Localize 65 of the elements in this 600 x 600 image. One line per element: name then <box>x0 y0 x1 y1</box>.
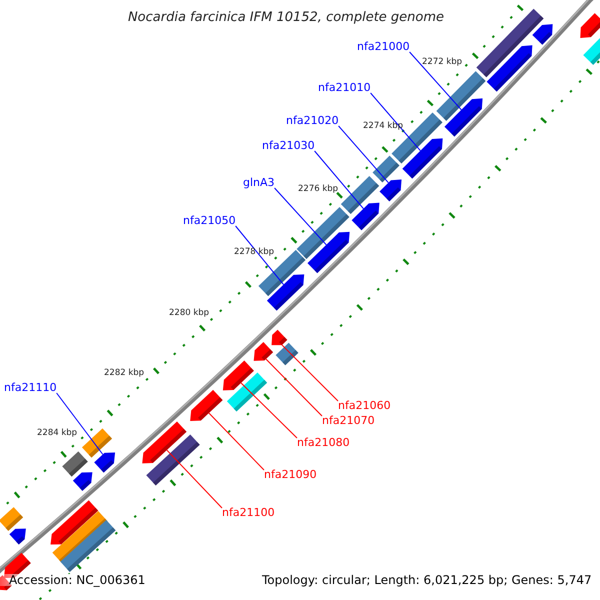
gene-block <box>583 35 600 65</box>
leader-line <box>166 450 222 508</box>
gene-block <box>82 428 112 458</box>
gene-block <box>50 500 98 545</box>
gene-block <box>226 372 268 412</box>
title: Nocardia farcinica IFM 10152, complete genome <box>126 11 446 24</box>
gene-label: nfa21060 <box>338 400 391 411</box>
leader-line <box>265 358 322 416</box>
accession-note: Accession: NC_006361 <box>0 574 146 586</box>
gene-block <box>60 520 116 572</box>
gene-block <box>0 507 24 531</box>
gene-block <box>532 24 553 45</box>
gene-label: nfa21110 <box>4 382 57 393</box>
leader-line <box>370 92 421 152</box>
leader-line <box>281 344 338 402</box>
gene-block <box>9 528 26 545</box>
scale-label: 2284 kbp <box>37 429 78 438</box>
gene-block <box>476 8 544 78</box>
scale-label: 2282 kbp <box>104 369 144 378</box>
gene-block <box>436 71 486 121</box>
gene-block <box>222 360 254 390</box>
gene-block <box>94 452 116 473</box>
gene-label: nfa21090 <box>264 469 317 480</box>
gene-label: nfa21080 <box>297 437 350 448</box>
gene-label: nfa21020 <box>286 115 339 126</box>
gene-label: nfa21070 <box>322 415 375 426</box>
gene-block <box>272 330 288 346</box>
gene-label: nfa21100 <box>222 507 275 518</box>
gene-label: nfa21010 <box>318 82 371 93</box>
gene-block <box>402 138 443 179</box>
gene-label: nfa21000 <box>357 41 410 52</box>
gene-block <box>296 207 350 259</box>
leader-line <box>314 150 364 210</box>
gene-block <box>352 202 380 230</box>
gene-block <box>444 98 483 137</box>
gene-block <box>486 45 532 92</box>
leader-line <box>274 188 327 246</box>
leader-line <box>235 226 284 286</box>
gene-block <box>258 250 306 296</box>
leader-line <box>208 412 264 470</box>
gene-block <box>372 156 400 182</box>
gene-block <box>254 342 274 361</box>
leader-line <box>338 126 389 184</box>
gene-block <box>142 422 187 464</box>
gene-label: nfa21030 <box>262 140 315 151</box>
scale-label: 2278 kbp <box>234 248 274 256</box>
genome-info-note: Topology: circular; Length: 6,021,225 bp; Genes: 5,747 <box>262 574 592 586</box>
gene-block <box>580 13 600 38</box>
gene-block <box>380 180 402 202</box>
gene-block <box>146 434 200 486</box>
gene-block <box>308 232 350 274</box>
scale-label: 2272 kbp <box>422 58 462 66</box>
gene-block <box>276 342 298 366</box>
scale-label: 2276 kbp <box>298 185 338 194</box>
gene-label: glnA3 <box>243 177 275 188</box>
gene-block <box>62 451 88 477</box>
leader-line <box>240 382 298 438</box>
leader-line <box>56 392 104 455</box>
gene-block <box>266 274 304 311</box>
gene-block <box>72 472 92 491</box>
gene-block <box>340 176 380 214</box>
gene-label: nfa21050 <box>183 215 236 226</box>
scale-label: 2280 kbp <box>169 309 210 318</box>
leader-line <box>409 52 462 110</box>
gene-block <box>190 390 223 421</box>
